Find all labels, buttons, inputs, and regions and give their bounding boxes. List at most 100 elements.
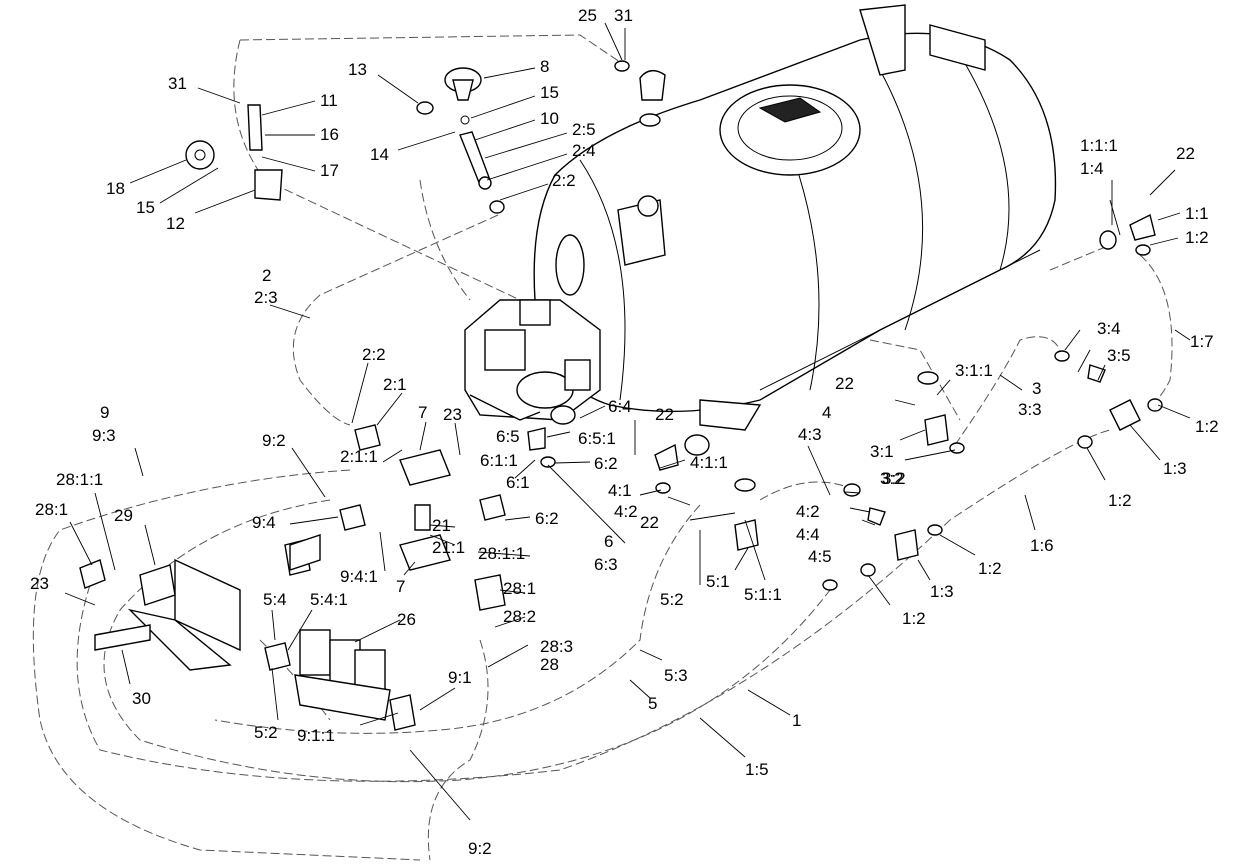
spray-tank xyxy=(533,4,1057,431)
callout-label: 21 xyxy=(432,516,451,535)
callout-label: 28:3 xyxy=(540,637,573,656)
callout-label: 6:2 xyxy=(594,454,618,473)
callout-label: 6:1:1 xyxy=(480,451,518,470)
callout-label: 4:2 xyxy=(796,502,820,521)
callout-label: 1:2 xyxy=(1185,228,1209,247)
callout-label: 4:2 xyxy=(614,502,638,521)
callout-label: 1:4 xyxy=(1080,159,1104,178)
callout-label: 22 xyxy=(1176,144,1195,163)
callout-label: 9:2 xyxy=(262,431,286,450)
callout-label: 4:3 xyxy=(798,425,822,444)
callout-label: 1:2 xyxy=(1195,417,1219,436)
callout-label: 2:3 xyxy=(254,288,278,307)
callout-label: 1:2 xyxy=(978,559,1002,578)
callout-label: 3:5 xyxy=(1107,346,1131,365)
callout-label: 9:1:1 xyxy=(297,726,335,745)
callout-label: 2:1:1 xyxy=(340,447,378,466)
callout-label: 9 xyxy=(100,403,109,422)
callout-label: 4:1:1 xyxy=(690,453,728,472)
callout-label: 1 xyxy=(792,711,801,730)
callout-label: 5:2 xyxy=(254,723,278,742)
callout-label: 4 xyxy=(822,403,831,422)
hose-lines xyxy=(32,34,1173,861)
callout-label: 8 xyxy=(540,57,549,76)
callout-label: 3:1 xyxy=(870,442,894,461)
callout-label: 6:3 xyxy=(594,555,618,574)
callout-label: 23 xyxy=(443,405,462,424)
callout-label: 17 xyxy=(320,161,339,180)
callout-label: 4:1 xyxy=(608,481,632,500)
callout-label: 6:2 xyxy=(535,509,559,528)
fittings-top-left xyxy=(185,60,666,214)
callout-label: 30 xyxy=(132,689,151,708)
callout-label: 28 xyxy=(540,655,559,674)
callout-label: 15 xyxy=(540,83,559,102)
callout-label: 6:1 xyxy=(506,473,530,492)
callout-label: 1:2 xyxy=(902,609,926,628)
callout-label: 7 xyxy=(418,403,427,422)
callout-label: 28:1:1 xyxy=(478,544,525,563)
callout-label: 28:2 xyxy=(503,607,536,626)
callout-label: 2:2 xyxy=(362,345,386,364)
callout-label: 21:1 xyxy=(432,538,465,557)
callout-label: 3 xyxy=(1032,379,1041,398)
callout-label: 2 xyxy=(262,266,271,285)
callout-label: 26 xyxy=(397,610,416,629)
callout-label: 9:1 xyxy=(448,668,472,687)
callout-label: 5:4 xyxy=(263,590,287,609)
callout-label: 5 xyxy=(648,694,657,713)
fittings-right xyxy=(527,213,1163,591)
callout-label: 11 xyxy=(320,91,338,110)
callout-label: 25 xyxy=(578,6,597,25)
callout-label: 13 xyxy=(348,60,367,79)
callout-label: 16 xyxy=(320,125,339,144)
callout-label: 2:4 xyxy=(572,141,596,160)
callout-label: 1:5 xyxy=(745,760,769,779)
callout-label: 6:5:1 xyxy=(578,429,616,448)
callout-label: 28:1 xyxy=(35,500,68,519)
control-bracket xyxy=(79,534,321,671)
callout-label: 18 xyxy=(106,179,125,198)
callout-label: 7 xyxy=(396,577,405,596)
callout-label: 1:3 xyxy=(930,582,954,601)
valve-fittings xyxy=(264,424,506,731)
callout-label: 31 xyxy=(614,6,633,25)
callout-label: 3:4 xyxy=(1097,319,1121,338)
callout-label: 9:4 xyxy=(252,513,276,532)
callout-label: 12 xyxy=(166,214,185,233)
callout-label: 15 xyxy=(136,198,155,217)
callout-label: 1:3 xyxy=(1163,459,1187,478)
callout-label: 5:3 xyxy=(664,666,688,685)
callout-label: 2:1 xyxy=(383,375,407,394)
callout-label: 6 xyxy=(604,532,613,551)
callout-label: 14 xyxy=(370,145,389,164)
callout-label: 5:4:1 xyxy=(310,590,348,609)
callout-label: 1:7 xyxy=(1190,332,1214,351)
leader-lines xyxy=(64,22,1191,821)
callout-label: 6:4 xyxy=(608,397,632,416)
callout-label: 3:1:1 xyxy=(955,361,993,380)
callout-label: 23 xyxy=(30,574,49,593)
callout-label: 6:5 xyxy=(496,427,520,446)
callout-label: 2:5 xyxy=(572,120,596,139)
callout-label: 4:4 xyxy=(796,525,820,544)
callout-label: 3:2 xyxy=(882,469,906,488)
callout-label: 2:2 xyxy=(552,171,576,190)
callout-label: 5:2 xyxy=(660,590,684,609)
callout-label: 3:3 xyxy=(1018,400,1042,419)
callout-label: 31 xyxy=(168,74,187,93)
callout-labels: 25 31 8 15 10 2:5 2:4 2:2 13 14 31 11 16… xyxy=(30,6,1219,858)
callout-label: 1:1 xyxy=(1185,204,1209,223)
callout-label: 28:1 xyxy=(503,579,536,598)
callout-label: 1:2 xyxy=(1108,491,1132,510)
callout-label: 22 xyxy=(640,513,659,532)
callout-label: 9:3 xyxy=(92,426,116,445)
callout-label: 10 xyxy=(540,109,559,128)
pump-assembly xyxy=(464,234,601,421)
callout-label: 22 xyxy=(655,405,674,424)
callout-label: 9:4:1 xyxy=(340,567,378,586)
callout-label: 5:1 xyxy=(706,572,730,591)
callout-label: 4:5 xyxy=(808,547,832,566)
callout-label: 9:2 xyxy=(468,839,492,858)
